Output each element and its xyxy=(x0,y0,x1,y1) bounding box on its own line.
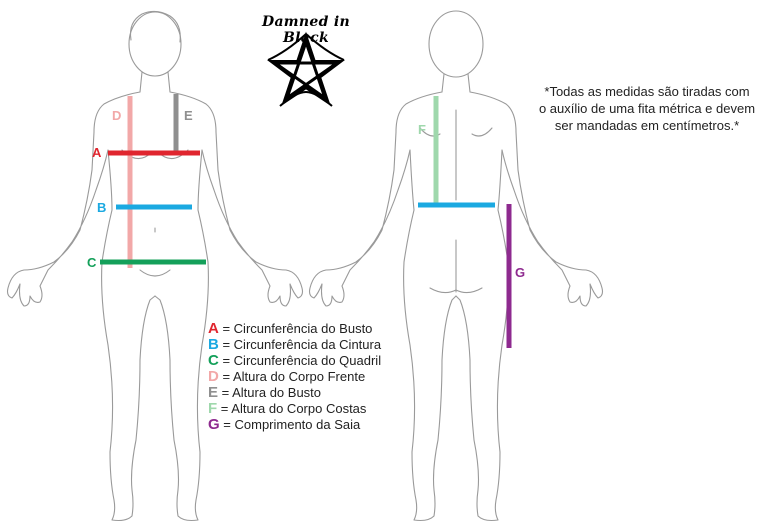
label-b: B xyxy=(97,200,107,215)
legend-key: D xyxy=(208,368,219,385)
legend-key: C xyxy=(208,352,219,369)
note-line: ser mandadas em centímetros.* xyxy=(554,118,740,133)
legend-label: = Altura do Busto xyxy=(221,385,322,400)
legend-label: = Circunferência do Quadril xyxy=(222,353,382,368)
legend-label: = Altura do Corpo Frente xyxy=(222,369,366,384)
legend-item: D = Altura do Corpo Frente xyxy=(208,369,381,385)
legend-key: F xyxy=(208,400,218,417)
legend-label: = Altura do Corpo Costas xyxy=(220,401,367,416)
pentagram-icon xyxy=(267,31,345,107)
legend-item: G = Comprimento da Saia xyxy=(208,417,381,433)
note-line: *Todas as medidas são tiradas com xyxy=(544,84,750,99)
label-e: E xyxy=(184,108,193,123)
measurement-note: *Todas as medidas são tiradas com o auxí… xyxy=(512,83,782,134)
front-body-outline xyxy=(6,10,304,522)
legend-label: = Circunferência do Busto xyxy=(222,321,373,336)
label-d: D xyxy=(112,108,122,123)
legend-key: B xyxy=(208,336,219,353)
legend-item: C = Circunferência do Quadril xyxy=(208,353,381,369)
legend-label: = Circunferência da Cintura xyxy=(222,337,382,352)
label-f: F xyxy=(418,122,426,137)
label-c: C xyxy=(87,255,97,270)
legend: A = Circunferência do Busto B = Circunfe… xyxy=(208,321,381,433)
legend-key: E xyxy=(208,384,219,401)
legend-item: F = Altura do Corpo Costas xyxy=(208,401,381,417)
legend-item: A = Circunferência do Busto xyxy=(208,321,381,337)
label-g: G xyxy=(515,265,526,280)
note-line: o auxílio de uma fita métrica e devem xyxy=(538,101,756,116)
legend-label: = Comprimento da Saia xyxy=(223,417,361,432)
legend-item: E = Altura do Busto xyxy=(208,385,381,401)
legend-item: B = Circunferência da Cintura xyxy=(208,337,381,353)
label-a: A xyxy=(92,145,102,160)
legend-key: G xyxy=(208,416,220,433)
brand-title: Damned in Black xyxy=(262,14,350,46)
legend-key: A xyxy=(208,320,219,337)
